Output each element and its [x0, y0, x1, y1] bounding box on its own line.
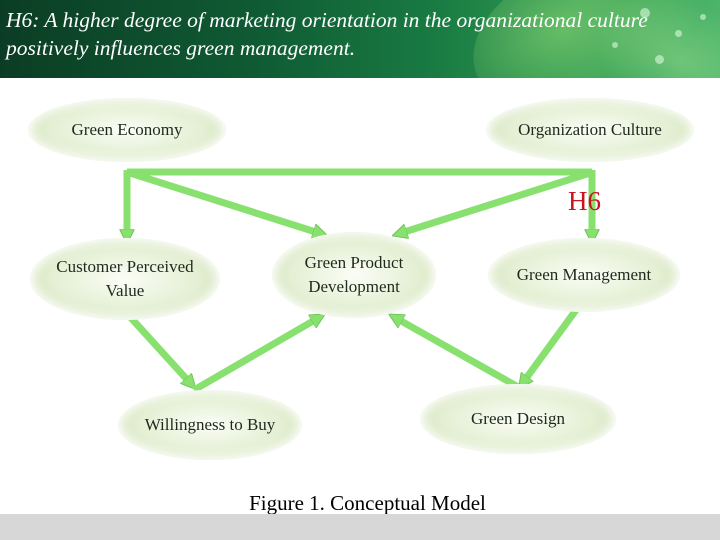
node-label: Green Design	[471, 409, 565, 428]
water-droplet	[675, 30, 682, 37]
water-droplet	[700, 14, 706, 20]
node-label: Green Economy	[71, 120, 183, 139]
node-label: Organization Culture	[518, 120, 662, 139]
title-banner: H6: A higher degree of marketing orienta…	[0, 0, 720, 78]
arrow-perceived-value-to-willingness	[119, 305, 192, 385]
arrow-willingness-to-product-development	[192, 317, 320, 394]
node-green-management: Green Management	[488, 238, 680, 312]
hypothesis-label: H6	[568, 186, 601, 216]
arrow-culture-to-product-development	[398, 169, 592, 234]
node-label: Green Product Development	[304, 253, 404, 296]
node-willingness-to-buy: Willingness to Buy	[118, 390, 302, 460]
node-label: Customer Perceived Value	[56, 257, 194, 300]
water-droplet	[612, 42, 618, 48]
node-organization-culture: Organization Culture	[486, 98, 694, 162]
node-green-design: Green Design	[420, 384, 616, 454]
water-droplet	[640, 8, 650, 18]
water-droplet	[655, 55, 664, 64]
slide-title: H6: A higher degree of marketing orienta…	[6, 8, 648, 60]
footer-bar	[0, 514, 720, 540]
figure-caption: Figure 1. Conceptual Model	[249, 491, 486, 515]
node-label: Green Management	[516, 265, 652, 284]
arrow-economy-to-product-development	[128, 169, 322, 234]
arrow-management-to-design	[522, 307, 579, 384]
node-green-product-development: Green Product Development	[272, 232, 436, 318]
arrow-design-to-product-development	[394, 317, 522, 392]
node-customer-perceived-value: Customer Perceived Value	[30, 238, 220, 320]
node-label: Willingness to Buy	[144, 415, 276, 434]
node-green-economy: Green Economy	[28, 98, 226, 162]
